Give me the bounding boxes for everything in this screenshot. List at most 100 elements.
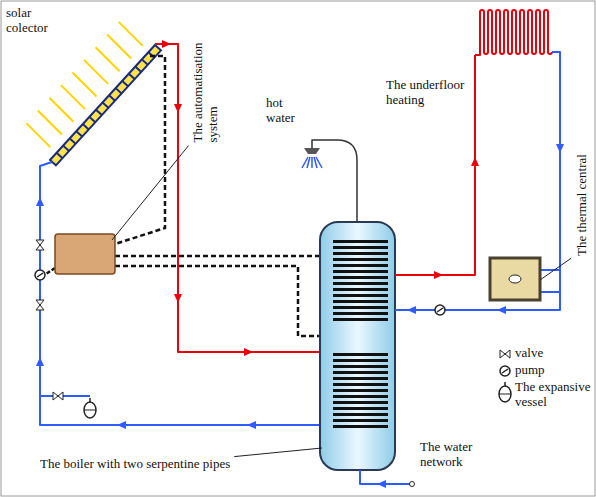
sun-ray bbox=[107, 35, 131, 59]
flow-arrow bbox=[556, 144, 564, 153]
pump-symbol bbox=[437, 308, 443, 312]
serpentine-coil bbox=[333, 383, 388, 386]
collector-tube bbox=[76, 131, 82, 136]
serpentine-coil bbox=[333, 419, 388, 422]
collector-tube bbox=[129, 74, 135, 79]
water-spray bbox=[311, 157, 313, 168]
valve-symbol bbox=[36, 300, 44, 310]
serpentine-coil bbox=[333, 270, 388, 273]
pump-symbol bbox=[502, 369, 508, 373]
legend-text: pump bbox=[515, 363, 545, 378]
automation-box bbox=[55, 234, 115, 274]
water-network-label: The water network bbox=[420, 440, 505, 470]
expansion-vessel bbox=[84, 402, 96, 418]
shower-head bbox=[304, 148, 320, 154]
control-wire bbox=[115, 266, 326, 336]
serpentine-coil bbox=[333, 252, 388, 255]
serpentine-coil bbox=[333, 425, 388, 428]
serpentine-coil bbox=[333, 371, 388, 374]
boiler-tank bbox=[320, 222, 395, 470]
serpentine-coil bbox=[333, 413, 388, 416]
flow-arrow bbox=[471, 157, 479, 166]
serpentine-coil bbox=[333, 377, 388, 380]
leader-line bbox=[540, 258, 571, 280]
thermal-central bbox=[490, 258, 540, 300]
solar-collector bbox=[50, 45, 161, 165]
boiler-label: The boiler with two serpentine pipes bbox=[40, 457, 230, 472]
sun-ray bbox=[119, 22, 143, 46]
pump-symbol bbox=[35, 270, 45, 280]
serpentine-coil bbox=[333, 318, 388, 321]
control-wire bbox=[115, 238, 334, 256]
serpentine-coil bbox=[333, 306, 388, 309]
solar-return-pipe bbox=[40, 162, 320, 425]
collector-tube bbox=[142, 59, 148, 64]
sun-ray bbox=[73, 73, 97, 97]
serpentine-coil bbox=[333, 312, 388, 315]
sun-ray bbox=[61, 85, 85, 109]
pump-symbol bbox=[435, 305, 445, 315]
serpentine-coil bbox=[333, 389, 388, 392]
serpentine-coil bbox=[333, 300, 388, 303]
expansion-vessel bbox=[84, 410, 96, 411]
serpentine-coil bbox=[333, 365, 388, 368]
central-pipe bbox=[540, 269, 560, 271]
thermal-central bbox=[509, 275, 521, 283]
legend-text: The expansive vessel bbox=[515, 380, 593, 410]
serpentine-coil bbox=[333, 264, 388, 267]
serpentine-coil bbox=[333, 240, 388, 243]
collector-tube bbox=[109, 95, 115, 100]
water-inlet bbox=[410, 482, 415, 487]
sun-ray bbox=[38, 110, 62, 134]
serpentine-coil bbox=[333, 407, 388, 410]
serpentine-coil bbox=[333, 401, 388, 404]
collector-tube bbox=[63, 146, 69, 151]
flow-arrow bbox=[36, 197, 44, 206]
solar-supply-pipe bbox=[155, 44, 322, 352]
collector-tube bbox=[103, 103, 109, 108]
underfloor-label: The underfloor heating bbox=[386, 78, 468, 108]
flow-arrow bbox=[434, 271, 443, 279]
water-spray bbox=[316, 157, 322, 168]
flow-arrow bbox=[244, 348, 253, 356]
collector-tube bbox=[96, 110, 102, 115]
collector-tube bbox=[135, 67, 141, 72]
serpentine-coil bbox=[333, 353, 388, 356]
water-spray bbox=[307, 157, 310, 168]
expansion-vessel bbox=[499, 386, 511, 402]
serpentine-coil bbox=[333, 276, 388, 279]
collector-tube bbox=[122, 81, 128, 86]
vessel-branch-pipe bbox=[40, 395, 90, 397]
flow-arrow bbox=[117, 421, 126, 429]
control-wire bbox=[115, 56, 165, 244]
flow-arrow bbox=[36, 357, 44, 366]
expansion-vessel bbox=[499, 394, 511, 395]
legend-text: valve bbox=[515, 346, 543, 361]
serpentine-coil bbox=[333, 246, 388, 249]
hot-water-label: hot water bbox=[266, 96, 310, 126]
collector-tube bbox=[116, 88, 122, 93]
central-pipe bbox=[540, 291, 560, 293]
serpentine-coil bbox=[333, 359, 388, 362]
sun-ray bbox=[26, 123, 50, 147]
thermal-central-label: The thermal central bbox=[575, 154, 590, 256]
pump-symbol bbox=[37, 273, 43, 277]
flow-arrow bbox=[162, 40, 171, 48]
control-wire bbox=[46, 268, 55, 274]
automation-label: The automatisation system bbox=[191, 18, 221, 143]
hot-water-pipe bbox=[312, 140, 357, 222]
flow-arrow bbox=[407, 306, 416, 314]
serpentine-coil bbox=[333, 258, 388, 261]
valve-symbol bbox=[500, 350, 510, 358]
sun-ray bbox=[96, 47, 120, 71]
sun-ray bbox=[84, 60, 108, 84]
pump-symbol bbox=[500, 366, 510, 376]
serpentine-coil bbox=[333, 282, 388, 285]
flow-arrow bbox=[377, 480, 386, 488]
collector-tube bbox=[83, 124, 89, 129]
collector-label: solar colector bbox=[6, 6, 70, 36]
leader-line bbox=[234, 448, 322, 457]
